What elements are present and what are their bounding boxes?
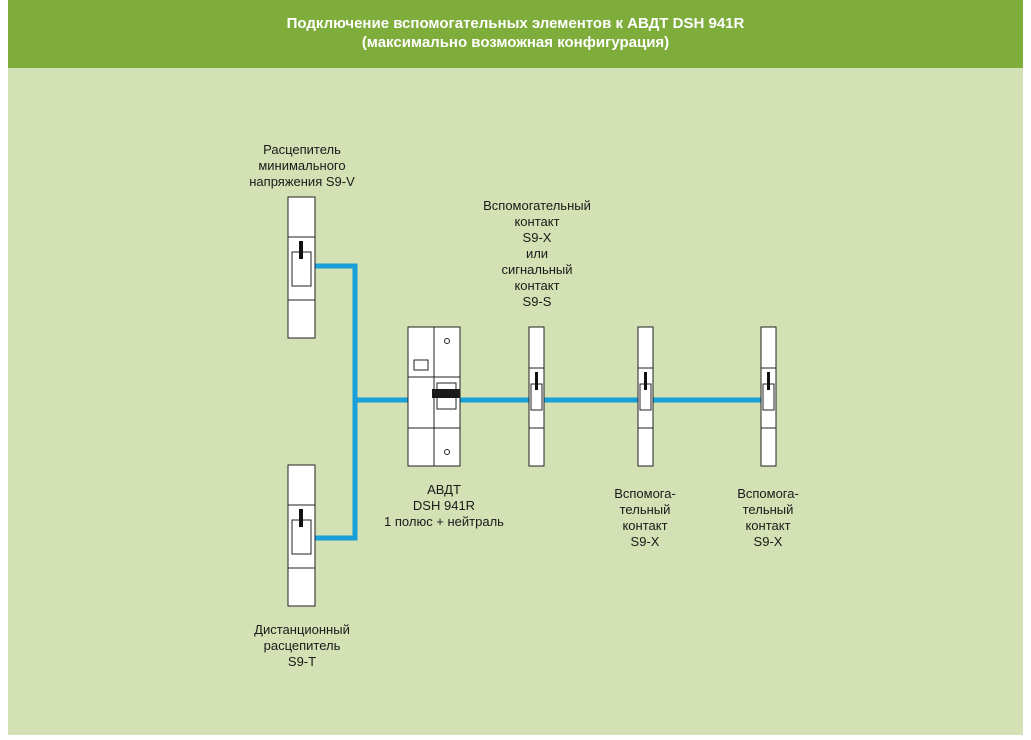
label-undervoltage-release: Расцепитель минимального напряжения S9-V <box>249 142 355 189</box>
diagram-subtitle: (максимально возможная конфигурация) <box>361 34 670 51</box>
rcbo-toggle <box>432 389 460 398</box>
connection-lines <box>315 263 770 541</box>
label-shunt-release: Дистанционный расцепитель S9-T <box>254 622 350 669</box>
label-aux-contact-1: Вспомога- тельный контакт S9-X <box>614 486 676 549</box>
shunt-link <box>315 400 358 541</box>
toggle-handle <box>299 509 303 527</box>
toggle-handle <box>644 372 647 390</box>
toggle-handle <box>535 372 538 390</box>
label-aux-contact-2: Вспомога- тельный контакт S9-X <box>737 486 799 549</box>
toggle-handle <box>299 241 303 259</box>
title-bar: Подключение вспомогательных элементов к … <box>8 0 1023 68</box>
label-aux-or-signal-contact: Вспомогательный контакт S9-X или сигналь… <box>483 198 591 309</box>
shunt-release <box>287 464 316 607</box>
rcbo-device <box>407 326 461 467</box>
toggle-handle <box>767 372 770 390</box>
diagram-panel: Подключение вспомогательных элементов к … <box>8 0 1023 735</box>
label-rcbo: АВДТ DSH 941R 1 полюс + нейтраль <box>384 482 504 529</box>
undervoltage-release <box>287 196 316 339</box>
aux-contact-1 <box>637 326 654 467</box>
undervoltage-link <box>315 263 410 403</box>
contact-s9x-or-s9s <box>528 326 545 467</box>
diagram-title: Подключение вспомогательных элементов к … <box>286 15 745 32</box>
aux-contact-2 <box>760 326 777 467</box>
